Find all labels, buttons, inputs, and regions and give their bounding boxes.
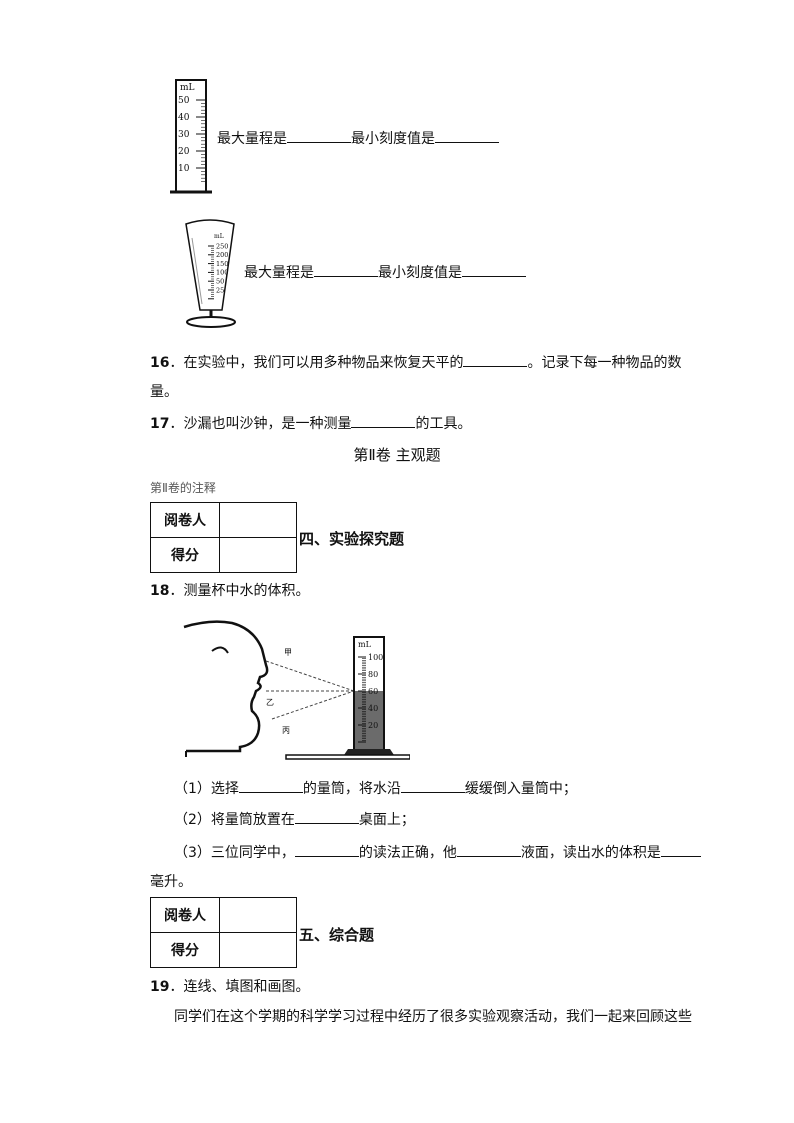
tick-label: 25: [216, 286, 224, 294]
face-outline: [183, 620, 269, 753]
tick-label: 20: [178, 147, 190, 157]
question-17: 17．沙漏也叫沙钟，是一种测量 的工具。: [150, 413, 471, 434]
score-table: 阅卷人 得分: [150, 897, 297, 968]
sub-text: 桌面上；: [358, 812, 415, 828]
question-text: ．连线、填图和画图。: [169, 979, 310, 995]
question-19-paragraph: 同学们在这个学期的科学学习过程中经历了很多实验观察活动，我们一起来回顾这些: [174, 1009, 692, 1025]
volume-title: 第Ⅱ卷 主观题: [353, 446, 441, 464]
cylinder-question: 最大量程是 最小刻度值是: [217, 128, 499, 149]
question-18-sub3: （3）三位同学中， 的读法正确，他 液面，读出水的体积是: [174, 842, 701, 863]
tick-label: 60: [368, 687, 378, 696]
tick-label: 50: [178, 96, 190, 106]
answer-blank[interactable]: [238, 778, 303, 793]
question-text: ．沙漏也叫沙钟，是一种测量: [169, 416, 352, 432]
answer-blank[interactable]: [294, 842, 359, 857]
score-cell[interactable]: [219, 932, 297, 968]
tick-label: 30: [178, 130, 190, 140]
label-yi: 乙: [266, 698, 274, 707]
cup-unit: mL: [214, 233, 224, 240]
score-label: 得分: [150, 932, 220, 968]
sub-text: （2）将量筒放置在: [174, 812, 295, 828]
question-number: 16: [150, 355, 170, 371]
question-number: 17: [150, 416, 170, 432]
tick-label: 200: [216, 251, 228, 259]
section-heading: 五、综合题: [299, 926, 375, 944]
label-jia: 甲: [284, 648, 292, 657]
tick-label: 50: [216, 278, 224, 286]
answer-blank[interactable]: [435, 128, 499, 143]
answer-blank[interactable]: [463, 352, 528, 367]
min-scale-label: 最小刻度值是: [378, 265, 462, 281]
tick-label: 20: [368, 721, 378, 730]
sub-text: 缓缓倒入量筒中；: [464, 781, 577, 797]
answer-blank[interactable]: [456, 842, 521, 857]
answer-blank[interactable]: [314, 262, 378, 277]
volume-note: 第Ⅱ卷的注释: [150, 481, 216, 495]
grader-label: 阅卷人: [150, 502, 220, 538]
fig-unit: mL: [358, 640, 372, 649]
cylinder-unit: mL: [180, 83, 195, 93]
tick-label: 100: [216, 269, 228, 277]
sub-text: 液面，读出水的体积是: [520, 845, 661, 861]
question-text: 。记录下每一种物品的数: [527, 355, 682, 371]
question-18: 18．测量杯中水的体积。: [150, 581, 309, 601]
table-surface: [285, 754, 410, 760]
question-19: 19．连线、填图和画图。: [150, 977, 309, 997]
answer-blank[interactable]: [660, 842, 701, 857]
sub-text: （1）选择: [174, 781, 239, 797]
score-cell[interactable]: [219, 537, 297, 573]
question-18-sub1: （1）选择 的量筒，将水沿 缓缓倒入量筒中；: [174, 778, 577, 799]
sub-text: 的量筒，将水沿: [302, 781, 401, 797]
sub-text: （3）三位同学中，: [174, 845, 295, 861]
question-number: 19: [150, 979, 170, 995]
answer-blank[interactable]: [400, 778, 465, 793]
question-number: 18: [150, 583, 170, 599]
tick-label: 40: [178, 113, 190, 123]
question-text: ．在实验中，我们可以用多种物品来恢复天平的: [169, 355, 464, 371]
question-text: 的工具。: [415, 416, 472, 432]
max-range-label: 最大量程是: [244, 265, 314, 281]
tick-label: 10: [178, 164, 190, 174]
grader-label: 阅卷人: [150, 897, 220, 933]
question-text: ．测量杯中水的体积。: [169, 583, 310, 599]
tick-label: 250: [216, 242, 228, 250]
cup-question: 最大量程是 最小刻度值是: [244, 262, 526, 283]
question-18-sub2: （2）将量筒放置在 桌面上；: [174, 809, 415, 830]
tick-label: 80: [368, 670, 378, 679]
score-table: 阅卷人 得分: [150, 502, 297, 573]
score-label: 得分: [150, 537, 220, 573]
sub-text: 的读法正确，他: [358, 845, 457, 861]
section-heading: 四、实验探究题: [299, 530, 405, 548]
max-range-label: 最大量程是: [217, 131, 287, 147]
question-16-cont: 量。: [150, 384, 178, 400]
tick-label: 100: [368, 653, 383, 662]
label-bing: 丙: [282, 726, 290, 735]
graduated-cylinder-figure: mL 50 40 30 20 10: [170, 79, 212, 194]
question-16: 16．在实验中，我们可以用多种物品来恢复天平的 。记录下每一种物品的数: [150, 352, 681, 373]
tick-label: 40: [368, 704, 378, 713]
question-18-sub3-cont: 毫升。: [150, 874, 192, 890]
ear-outline: [211, 646, 229, 654]
grader-cell[interactable]: [219, 897, 297, 933]
tick-label: 150: [216, 260, 228, 268]
water-column: [355, 691, 383, 749]
answer-blank[interactable]: [294, 809, 359, 824]
grader-cell[interactable]: [219, 502, 297, 538]
reading-cylinder-figure: 甲 乙 丙 mL 100 80 60 40 20: [183, 620, 410, 760]
min-scale-label: 最小刻度值是: [351, 131, 435, 147]
answer-blank[interactable]: [287, 128, 351, 143]
answer-blank[interactable]: [462, 262, 526, 277]
answer-blank[interactable]: [351, 413, 416, 428]
